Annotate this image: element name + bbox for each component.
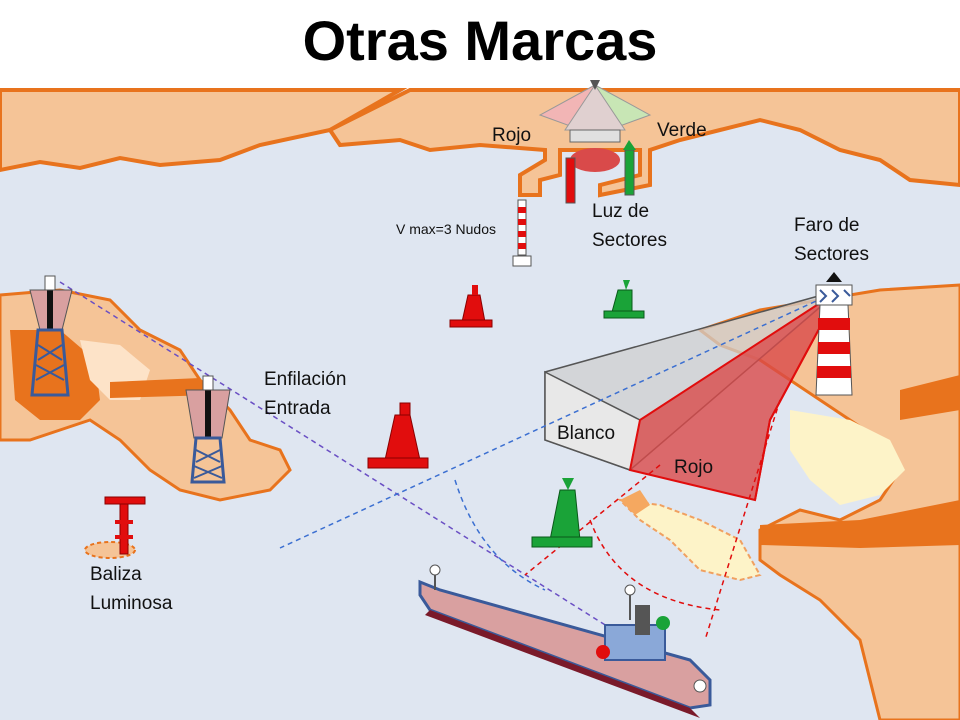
- label-luz-sectores-2: Sectores: [592, 230, 667, 251]
- buoy-red-large: [367, 402, 429, 469]
- buoy-red-small: [449, 285, 493, 328]
- shoal: [617, 498, 762, 582]
- arc-blue: [454, 479, 546, 591]
- label-vmax: V max=3 Nudos: [396, 221, 496, 237]
- faro-red-line-1: [524, 464, 661, 576]
- label-baliza-1: Baliza: [90, 564, 142, 585]
- top-coast-right: [327, 88, 960, 198]
- buoy-green-large: [531, 478, 593, 548]
- label-blanco: Blanco: [557, 423, 616, 444]
- green-beacon-pole: [624, 149, 635, 196]
- label-enfilacion-1: Enfilación: [264, 369, 347, 390]
- lighthouse-icon: [815, 272, 853, 396]
- label-baliza-2: Luminosa: [90, 593, 173, 614]
- leading-line: [59, 281, 611, 629]
- right-coast-sand: [790, 410, 905, 505]
- right-coast-strip: [900, 375, 960, 420]
- label-faro-sectores-1: Faro de: [794, 215, 860, 236]
- label-enfilacion-2: Entrada: [264, 398, 331, 419]
- label-luz-sectores-1: Luz de: [592, 201, 650, 222]
- label-rojo-top: Rojo: [492, 125, 532, 146]
- shoal-rock: [620, 490, 650, 515]
- speed-sign-pole: [512, 199, 532, 267]
- buoy-green-small: [603, 280, 645, 319]
- red-sector-edge: [754, 289, 841, 501]
- ship-icon: [418, 564, 712, 718]
- beacon-tower-rear: [29, 275, 73, 397]
- red-beacon-pole: [565, 157, 576, 204]
- label-faro-sectores-2: Sectores: [794, 244, 869, 265]
- right-coast-dark: [760, 500, 960, 548]
- sector-light-top: [538, 80, 652, 172]
- baliza-luminosa: [104, 496, 146, 555]
- faro-red-line-2: [704, 399, 781, 641]
- faro-line-to-beacon: [279, 289, 841, 549]
- green-beacon-arrow: [623, 140, 636, 150]
- beacon-tower-front: [185, 375, 231, 484]
- arc-red: [589, 519, 721, 611]
- label-rojo-sector: Rojo: [674, 457, 714, 478]
- label-verde-top: Verde: [657, 120, 707, 141]
- page-title: Otras Marcas: [302, 9, 658, 72]
